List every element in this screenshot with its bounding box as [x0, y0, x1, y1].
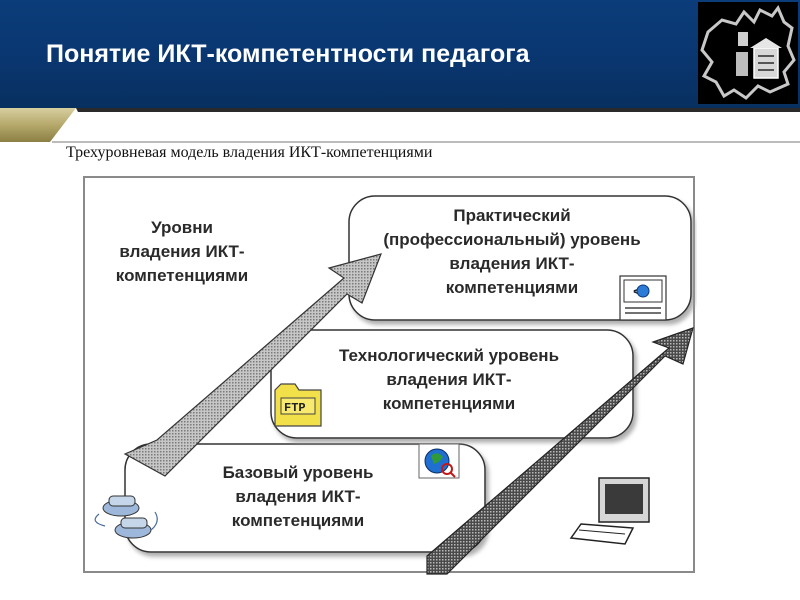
- html-document-icon: <>: [619, 275, 667, 321]
- computer-icon: [569, 477, 650, 545]
- telephone-icon: [94, 495, 158, 539]
- basic-level-label: Базовый уровень владения ИКТ- компетенци…: [222, 463, 374, 530]
- three-level-model-diagram: <> FTP: [83, 176, 695, 575]
- level-box-practical: [348, 195, 692, 321]
- slide-title: Понятие ИКТ-компетентности педагога: [46, 40, 530, 68]
- ftp-folder-icon: FTP: [274, 383, 322, 427]
- svg-text:FTP: FTP: [284, 401, 306, 415]
- header-accent-bar: [0, 108, 800, 144]
- growth-arrow: [426, 327, 694, 575]
- technological-level-label: Технологический уровень владения ИКТ- ко…: [338, 346, 560, 413]
- slide-header: Понятие ИКТ-компетентности педагога: [0, 0, 800, 108]
- globe-search-icon: [418, 443, 460, 479]
- practical-level-label: Практический (профессиональный) уровень …: [383, 206, 641, 297]
- levels-axis-label: Уровни владения ИКТ- компетенциями: [115, 218, 249, 285]
- logo-map-icon: [698, 2, 798, 104]
- slide-subtitle: Трехуровневая модель владения ИКТ-компет…: [66, 144, 433, 161]
- levels-axis-arrow: [123, 253, 382, 477]
